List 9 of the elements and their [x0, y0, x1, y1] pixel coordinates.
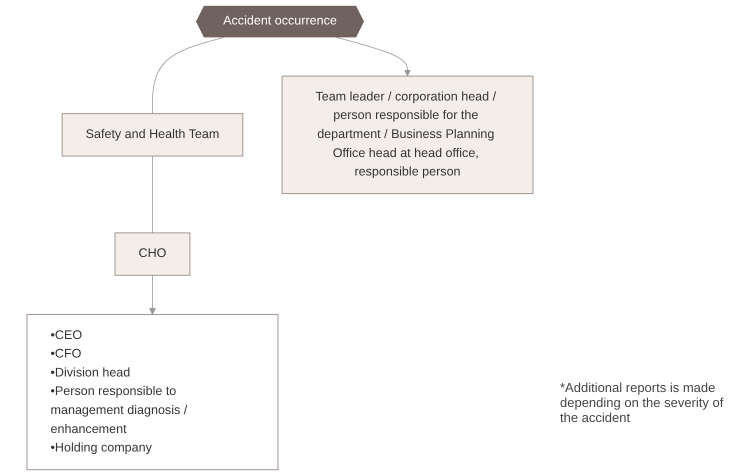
node-box: Safety and Health Team [62, 113, 244, 156]
arrow [149, 274, 156, 315]
arrow [336, 36, 411, 76]
node-box: •CEO •CFO •Division head •Person responsible to management diagnosis / enhancement •Holding company [26, 314, 278, 470]
node-box: CHO [114, 232, 190, 276]
connector [152, 156, 153, 234]
footnote: *Additional reports is made depending on the severity of the accident [560, 380, 724, 425]
connector [152, 36, 225, 114]
node-box: Team leader / corporation head / person responsible for the department / Business Planning Office head at head office, responsible person [282, 76, 534, 194]
